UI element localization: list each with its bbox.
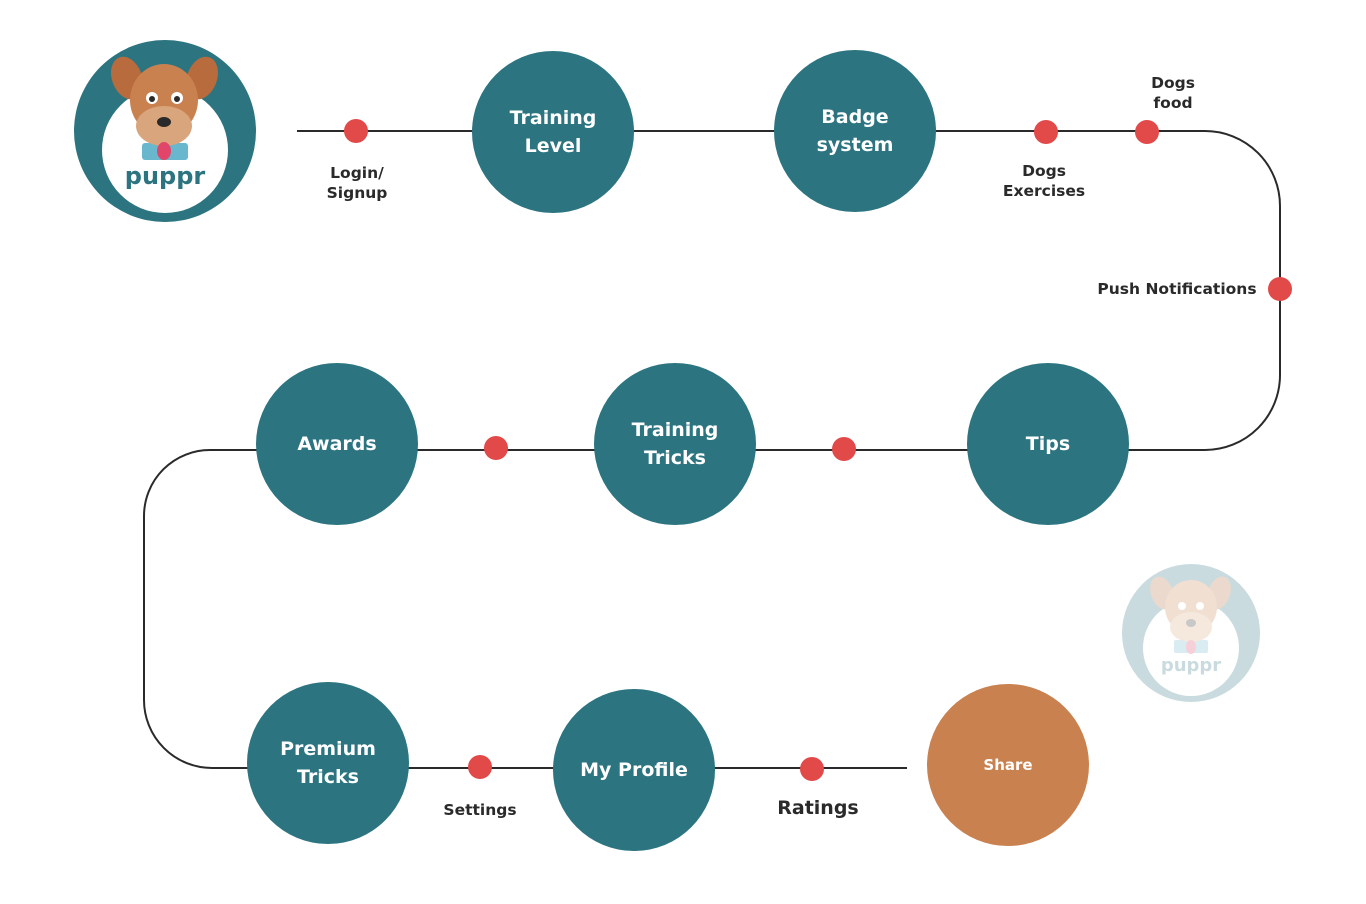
label-login-signup: Login/ Signup (326, 164, 388, 202)
label-push-notifications: Push Notifications (1097, 280, 1257, 298)
watermark-wordmark: puppr (1160, 655, 1222, 676)
flow-connector (143, 130, 1281, 769)
node-awards[interactable]: Awards (256, 363, 418, 525)
node-training-tricks[interactable]: Training Tricks (594, 363, 756, 525)
puppr-logo (74, 40, 256, 222)
dot-ratings (800, 757, 824, 781)
logo-wordmark: puppr (124, 162, 206, 190)
node-tips[interactable]: Tips (967, 363, 1129, 525)
node-premium-tricks[interactable]: Premium Tricks (247, 682, 409, 844)
puppr-watermark-logo (1122, 564, 1260, 702)
label-settings: Settings (443, 801, 517, 819)
dot-dogs-food (1135, 120, 1159, 144)
node-training-level[interactable]: Training Level (472, 51, 634, 213)
node-share[interactable]: Share (927, 684, 1089, 846)
dot-tips-training-tricks (832, 437, 856, 461)
dog-watermark-icon (1150, 576, 1231, 654)
dot-settings (468, 755, 492, 779)
label-dogs-food: Dogs food (1151, 74, 1195, 112)
label-dogs-exercises: Dogs Exercises (1002, 162, 1086, 200)
label-ratings: Ratings (777, 797, 859, 819)
dot-login-signup (344, 119, 368, 143)
node-my-profile[interactable]: My Profile (553, 689, 715, 851)
dog-icon (111, 56, 218, 160)
node-badge-system[interactable]: Badge system (774, 50, 936, 212)
dot-training-tricks-awards (484, 436, 508, 460)
dot-push-notifications (1268, 277, 1292, 301)
dot-dogs-exercises (1034, 120, 1058, 144)
